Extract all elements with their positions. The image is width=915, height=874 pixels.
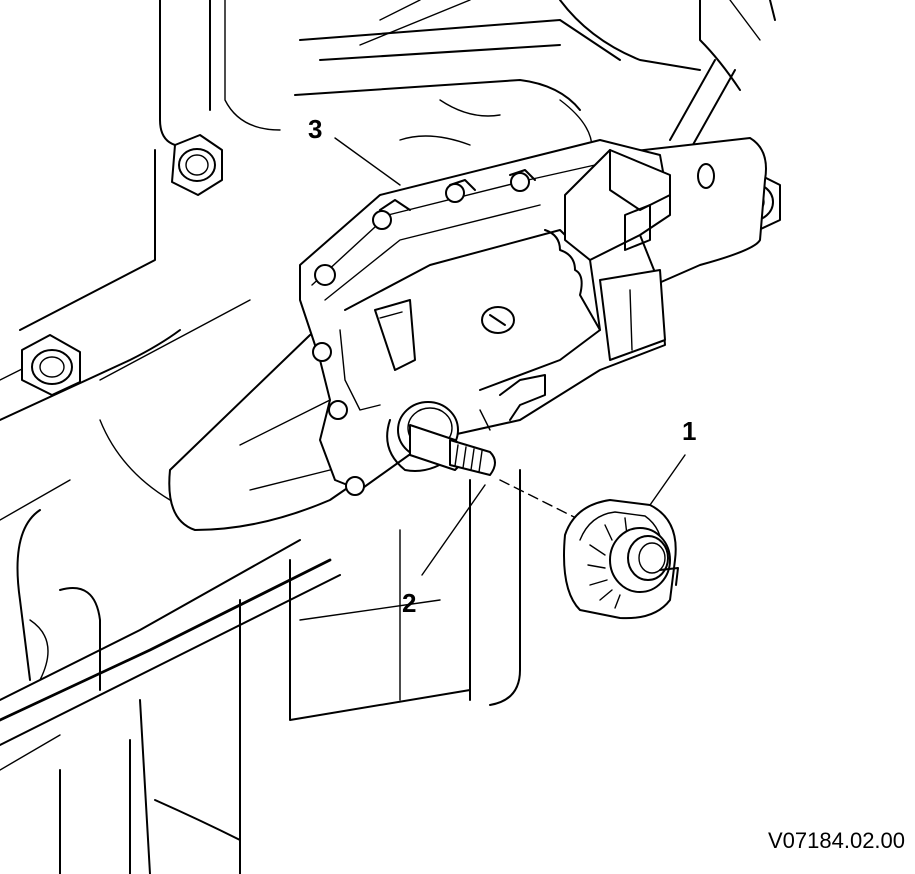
callout-number-3: 3	[308, 114, 322, 144]
leader-line-3	[334, 137, 401, 186]
grommet-icon	[563, 499, 679, 620]
callout-number-2: 2	[402, 588, 416, 618]
leader-lines	[334, 137, 686, 576]
shaft-icon	[409, 424, 581, 521]
motor-housing-icon	[299, 139, 671, 496]
callout-number-1: 1	[682, 416, 696, 446]
leader-line-2	[421, 484, 486, 576]
bolt-icon	[21, 334, 81, 396]
bolt-icon	[171, 134, 223, 196]
leader-line-1	[649, 454, 686, 506]
reference-code: V07184.02.00	[768, 828, 905, 853]
